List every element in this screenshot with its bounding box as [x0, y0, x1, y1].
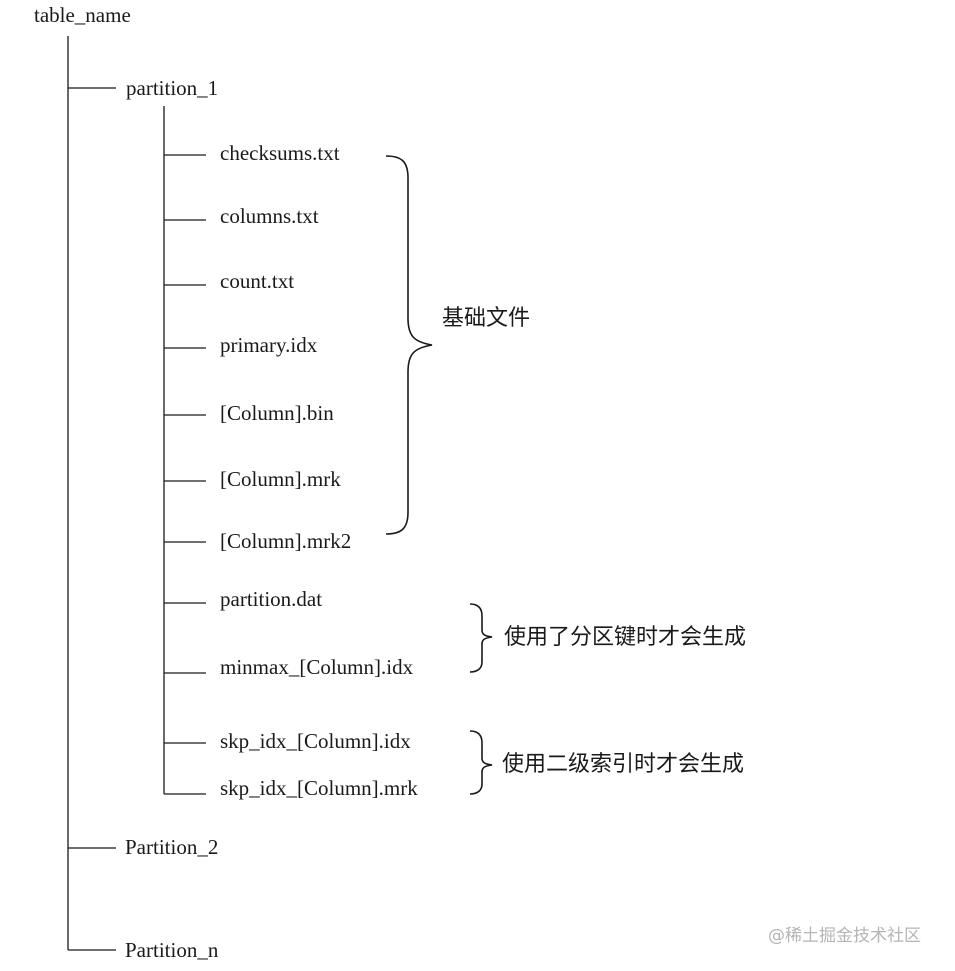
- file-minmax-idx-label: minmax_[Column].idx: [220, 655, 414, 679]
- file-partition-dat-label: partition.dat: [220, 587, 322, 611]
- file-columns-label: columns.txt: [220, 204, 319, 228]
- file-skp-idx-label: skp_idx_[Column].idx: [220, 729, 411, 753]
- root-node-label: table_name: [34, 3, 131, 27]
- partition-n-label: Partition_n: [125, 938, 219, 962]
- file-skp-mrk-label: skp_idx_[Column].mrk: [220, 776, 418, 800]
- file-column-bin-label: [Column].bin: [220, 401, 334, 425]
- partition-key-annotation: 使用了分区键时才会生成: [504, 625, 746, 650]
- partition-2-label: Partition_2: [125, 835, 218, 859]
- partition-1-label: partition_1: [126, 76, 218, 100]
- secondary-index-annotation: 使用二级索引时才会生成: [502, 752, 744, 777]
- basic-files-brace-icon: [385, 155, 433, 535]
- file-primary-idx-label: primary.idx: [220, 333, 318, 357]
- file-column-mrk-label: [Column].mrk: [220, 467, 341, 491]
- partition-key-brace-icon: [469, 603, 493, 673]
- secondary-index-brace-icon: [469, 730, 493, 795]
- file-count-label: count.txt: [220, 269, 294, 293]
- watermark-text: @稀土掘金技术社区: [768, 926, 921, 946]
- file-column-mrk2-label: [Column].mrk2: [220, 529, 351, 553]
- file-checksums-label: checksums.txt: [220, 141, 340, 165]
- basic-files-annotation: 基础文件: [442, 306, 530, 331]
